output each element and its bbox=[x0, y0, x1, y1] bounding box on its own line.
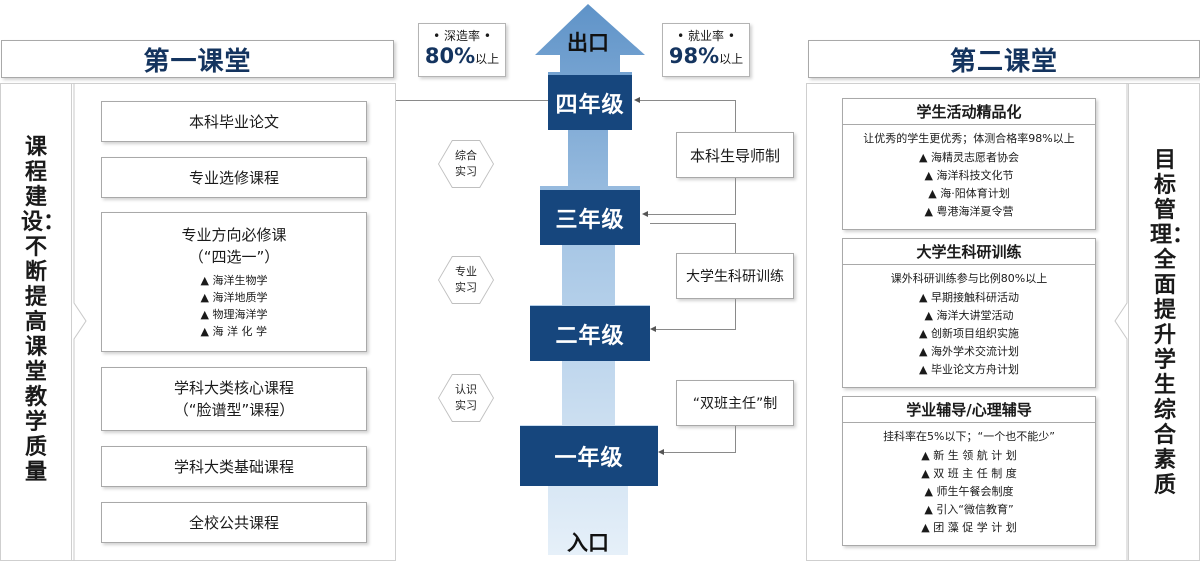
left-panel-title: 第一课堂 bbox=[1, 40, 394, 78]
rate-label: 深造率 bbox=[443, 29, 480, 43]
group-item: ▲ 师生午餐会制度 bbox=[924, 485, 1014, 498]
exit-label: 出口 bbox=[567, 31, 609, 55]
course-label-2: （“四选一”） bbox=[188, 248, 280, 266]
group-item: ▲ 创新项目组织实施 bbox=[919, 327, 1019, 340]
practice-line1: 综合 bbox=[455, 149, 477, 162]
course-core: 学科大类核心课程 （“脸谱型”课程） bbox=[101, 367, 367, 431]
arrow-head bbox=[650, 326, 656, 332]
rate-label: 就业率 bbox=[687, 29, 724, 43]
grade-1: 一年级 bbox=[520, 426, 658, 486]
course-basic: 学科大类基础课程 bbox=[101, 446, 367, 487]
course-label: 本科毕业论文 bbox=[188, 112, 279, 131]
practice-line1: 认识 bbox=[455, 383, 477, 396]
connector-line bbox=[395, 100, 548, 101]
course-label: 学科大类核心课程 bbox=[173, 379, 294, 397]
course-elective: 专业选修课程 bbox=[101, 157, 367, 198]
group-desc: 挂科率在5%以下；“一个也不能少” bbox=[883, 430, 1055, 443]
group-student-activities: 学生活动精品化 让优秀的学生更优秀；体测合格率98%以上 ▲ 海精灵志愿者协会 … bbox=[842, 98, 1096, 230]
course-sub-item: ▲ 海洋生物学 bbox=[200, 274, 268, 287]
group-item: ▲ 早期接触科研活动 bbox=[919, 291, 1019, 304]
group-item: ▲ 粤港海洋夏令营 bbox=[924, 205, 1014, 218]
connector-line bbox=[650, 223, 736, 224]
practice-line2: 实习 bbox=[455, 165, 477, 178]
group-item: ▲ 团 藻 促 学 计 划 bbox=[921, 521, 1017, 534]
group-item: ▲ 引入“微信教育” bbox=[924, 503, 1014, 516]
course-sub-item: ▲ 海洋地质学 bbox=[200, 291, 268, 304]
connector-line bbox=[735, 100, 736, 132]
arrow-head bbox=[642, 211, 648, 217]
group-title: 大学生科研训练 bbox=[843, 239, 1095, 265]
left-bracket bbox=[73, 83, 87, 561]
arrow-head bbox=[634, 97, 640, 103]
rate-suffix: 以上 bbox=[719, 52, 744, 66]
group-desc: 让优秀的学生更优秀；体测合格率98%以上 bbox=[863, 132, 1075, 145]
right-panel-title: 第二课堂 bbox=[808, 40, 1200, 78]
rate-box-further-study: • 深造率 • 80%以上 bbox=[418, 23, 506, 77]
practice-line2: 实习 bbox=[455, 281, 477, 294]
connector-line bbox=[652, 329, 736, 330]
course-public: 全校公共课程 bbox=[101, 502, 367, 543]
connector-line bbox=[648, 214, 736, 215]
group-item: ▲ 新 生 领 航 计 划 bbox=[921, 449, 1017, 462]
group-item: ▲ 毕业论文方舟计划 bbox=[919, 363, 1019, 376]
connector-line bbox=[640, 100, 735, 101]
mechanism-double-head: “双班主任”制 bbox=[676, 380, 794, 426]
group-item: ▲ 海洋大讲堂活动 bbox=[924, 309, 1014, 322]
connector-line bbox=[660, 452, 736, 453]
mechanism-mentor: 本科生导师制 bbox=[676, 132, 794, 178]
course-thesis: 本科毕业论文 bbox=[101, 101, 367, 142]
mechanism-research: 大学生科研训练 bbox=[676, 253, 794, 299]
course-required: 专业方向必修课 （“四选一”） ▲ 海洋生物学 ▲ 海洋地质学 ▲ 物理海洋学 … bbox=[101, 212, 367, 352]
course-label: 专业方向必修课 bbox=[181, 226, 287, 244]
rate-value: 80% bbox=[424, 44, 476, 68]
right-bracket bbox=[1114, 83, 1128, 561]
group-item: ▲ 海精灵志愿者协会 bbox=[919, 151, 1019, 164]
connector-line bbox=[735, 223, 736, 253]
course-label: 全校公共课程 bbox=[188, 513, 279, 532]
grade-2: 二年级 bbox=[530, 306, 650, 361]
practice-cognitive: 认识实习 bbox=[438, 374, 494, 422]
course-label-2: （“脸谱型”课程） bbox=[173, 401, 295, 419]
connector-line bbox=[735, 299, 736, 329]
course-sub-item: ▲ 物理海洋学 bbox=[200, 308, 268, 321]
grade-3: 三年级 bbox=[540, 190, 640, 245]
course-label: 专业选修课程 bbox=[188, 168, 279, 187]
group-item: ▲ 海洋科技文化节 bbox=[924, 169, 1014, 182]
arrow-head bbox=[658, 449, 664, 455]
practice-comprehensive: 综合实习 bbox=[438, 140, 494, 188]
course-sub-item: ▲ 海 洋 化 学 bbox=[200, 325, 267, 338]
group-academic-counseling: 学业辅导/心理辅导 挂科率在5%以下；“一个也不能少” ▲ 新 生 领 航 计 … bbox=[842, 396, 1096, 546]
connector-line bbox=[735, 426, 736, 452]
group-item: ▲ 双 班 主 任 制 度 bbox=[921, 467, 1017, 480]
right-vertical-label: 目标管理：全面提升学生综合素质 bbox=[1150, 148, 1195, 498]
grade-4: 四年级 bbox=[548, 75, 632, 130]
connector-line bbox=[735, 178, 736, 214]
entry-label: 入口 bbox=[567, 531, 609, 555]
left-vertical-frame bbox=[0, 83, 72, 561]
rate-value: 98% bbox=[668, 44, 720, 68]
group-desc: 课外科研训练参与比例80%以上 bbox=[890, 272, 1048, 285]
practice-professional: 专业实习 bbox=[438, 256, 494, 304]
left-vertical-label: 课程建设：不断提高课堂教学质量 bbox=[21, 135, 66, 485]
practice-line2: 实习 bbox=[455, 399, 477, 412]
arrow-shape bbox=[520, 4, 658, 555]
practice-line1: 专业 bbox=[455, 265, 477, 278]
course-label: 学科大类基础课程 bbox=[173, 457, 294, 476]
group-item: ▲ 海·阳体育计划 bbox=[928, 187, 1010, 200]
rate-box-employment: • 就业率 • 98%以上 bbox=[662, 23, 750, 77]
rate-suffix: 以上 bbox=[475, 52, 500, 66]
group-item: ▲ 海外学术交流计划 bbox=[919, 345, 1019, 358]
group-research-training: 大学生科研训练 课外科研训练参与比例80%以上 ▲ 早期接触科研活动 ▲ 海洋大… bbox=[842, 238, 1096, 388]
group-title: 学生活动精品化 bbox=[843, 99, 1095, 125]
group-title: 学业辅导/心理辅导 bbox=[843, 397, 1095, 423]
